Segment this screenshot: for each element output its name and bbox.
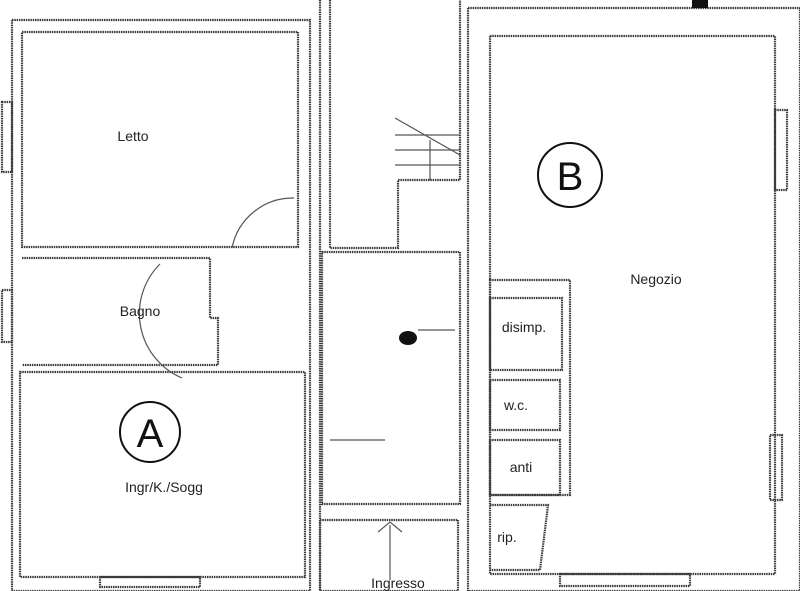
room-label-bagno: Bagno bbox=[120, 303, 161, 319]
unit-a-marker bbox=[119, 401, 181, 463]
room-label-entrance: Ingresso bbox=[371, 575, 425, 591]
room-label-anteroom: anti bbox=[510, 459, 533, 475]
unit-b-walls bbox=[466, 0, 800, 591]
common-area-walls bbox=[318, 0, 462, 591]
stain-mark bbox=[399, 331, 417, 345]
room-label-storage: rip. bbox=[497, 529, 516, 545]
room-label-letto: Letto bbox=[117, 128, 148, 144]
column bbox=[692, 0, 708, 8]
unit-b-marker-label: B bbox=[557, 155, 584, 199]
room-label-living: Ingr/K./Sogg bbox=[125, 479, 203, 495]
unit-a-walls bbox=[0, 0, 322, 591]
room-label-wc: w.c. bbox=[503, 397, 528, 413]
unit-b-marker bbox=[537, 142, 603, 208]
unit-a-marker-label: A bbox=[137, 412, 164, 456]
room-label-shop: Negozio bbox=[630, 271, 682, 287]
room-label-hall: disimp. bbox=[502, 319, 546, 335]
